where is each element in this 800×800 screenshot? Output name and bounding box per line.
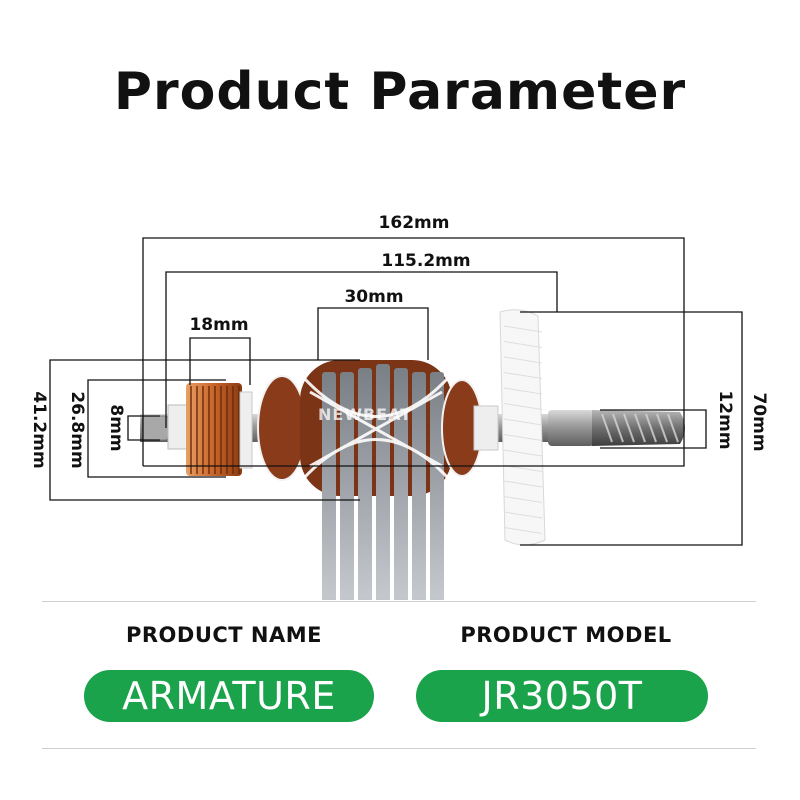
- dimension-lines: [49, 237, 743, 546]
- product-model-label: PRODUCT MODEL: [460, 623, 672, 647]
- product-name-label: PRODUCT NAME: [125, 623, 322, 647]
- rear-shaft-end: [141, 415, 169, 441]
- watermark: NEWBEAT: [318, 405, 412, 424]
- divider-bottom: [42, 748, 756, 749]
- product-name-badge: ARMATURE: [84, 670, 374, 722]
- front-insulator: [473, 405, 499, 451]
- cooling-fan: [499, 309, 546, 546]
- armature-dimension-diagram: NEWBEAT 162mm 115.2mm: [29, 213, 769, 600]
- dim-rear-shaft-diameter: 8mm: [106, 404, 126, 451]
- dim-core-length: 30mm: [344, 287, 403, 307]
- dim-core-diameter: 41.2mm: [29, 391, 49, 468]
- dim-front-shaft-diameter: 12mm: [715, 390, 735, 449]
- front-shaft: [548, 410, 594, 446]
- page-title: Product Parameter: [113, 62, 687, 122]
- divider-top: [42, 601, 756, 602]
- armature-core: [300, 360, 452, 600]
- commutator: [186, 383, 253, 476]
- dim-body-length: 115.2mm: [381, 251, 470, 271]
- product-model-badge: JR3050T: [416, 670, 708, 722]
- dim-overall-length: 162mm: [379, 213, 450, 233]
- rear-winding: [257, 375, 307, 481]
- dim-commutator-diameter: 26.8mm: [67, 391, 87, 468]
- dim-commutator-length: 18mm: [189, 315, 248, 335]
- armature-image: NEWBEAT: [140, 309, 685, 600]
- dim-fan-diameter: 70mm: [749, 392, 769, 451]
